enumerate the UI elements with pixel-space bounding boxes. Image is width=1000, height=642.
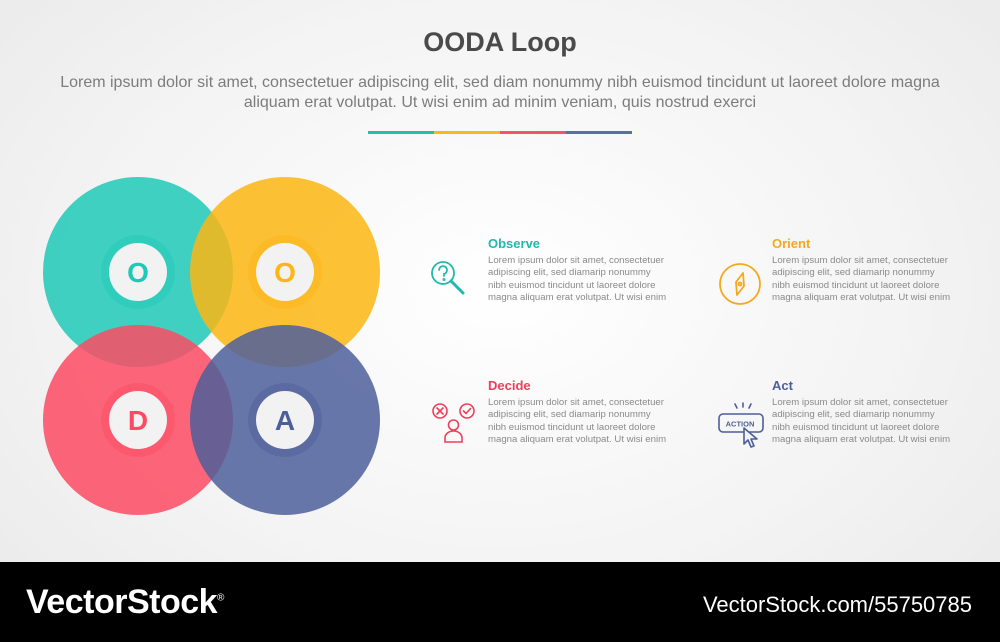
compass-icon: [719, 263, 761, 305]
registered-mark: ®: [217, 592, 224, 604]
letter-d-decide: D: [128, 405, 148, 436]
letter-o-observe: O: [127, 257, 149, 288]
item-observe-title: Observe: [488, 236, 541, 251]
page-title: OODA Loop: [423, 27, 577, 57]
letter-a-act: A: [275, 405, 295, 436]
item-act: Act Lorem ipsum dolor sit amet, consecte…: [772, 378, 972, 447]
action-label: ACTION: [726, 420, 755, 429]
divider-segment-1: [368, 131, 434, 134]
item-orient-text: Lorem ipsum dolor sit amet, consectetuer…: [772, 255, 951, 304]
color-divider: [368, 131, 632, 134]
brand-logo: VectorStock®: [26, 583, 224, 622]
divider-segment-2: [434, 131, 500, 134]
item-act-text: Lorem ipsum dolor sit amet, consectetuer…: [772, 397, 951, 446]
letter-badge-act: A: [248, 383, 322, 457]
action-button-click-icon: ACTION: [718, 402, 764, 448]
item-decide-title: Decide: [488, 378, 531, 393]
letter-o-orient: O: [274, 257, 296, 288]
item-decide: Decide Lorem ipsum dolor sit amet, conse…: [488, 378, 688, 447]
item-observe: Observe Lorem ipsum dolor sit amet, cons…: [488, 236, 688, 305]
divider-segment-4: [566, 131, 632, 134]
page-subtitle: Lorem ipsum dolor sit amet, consectetuer…: [60, 74, 940, 111]
item-orient-title: Orient: [772, 236, 811, 251]
decision-person-icon: [432, 403, 475, 443]
letter-badge-observe: O: [101, 235, 175, 309]
watermark-footer: VectorStock® VectorStock.com/55750785: [0, 562, 1000, 642]
magnifier-question-icon: [431, 261, 465, 295]
ooda-circles-diagram: O O D A: [43, 177, 380, 515]
letter-badge-decide: D: [101, 383, 175, 457]
letter-badge-orient: O: [248, 235, 322, 309]
stock-id: VectorStock.com/55750785: [702, 592, 972, 617]
item-orient: Orient Lorem ipsum dolor sit amet, conse…: [772, 236, 972, 305]
item-observe-text: Lorem ipsum dolor sit amet, consectetuer…: [488, 255, 667, 304]
brand-name: VectorStock: [26, 583, 218, 621]
item-decide-text: Lorem ipsum dolor sit amet, consectetuer…: [488, 397, 667, 446]
divider-segment-3: [500, 131, 566, 134]
item-act-title: Act: [772, 378, 793, 393]
